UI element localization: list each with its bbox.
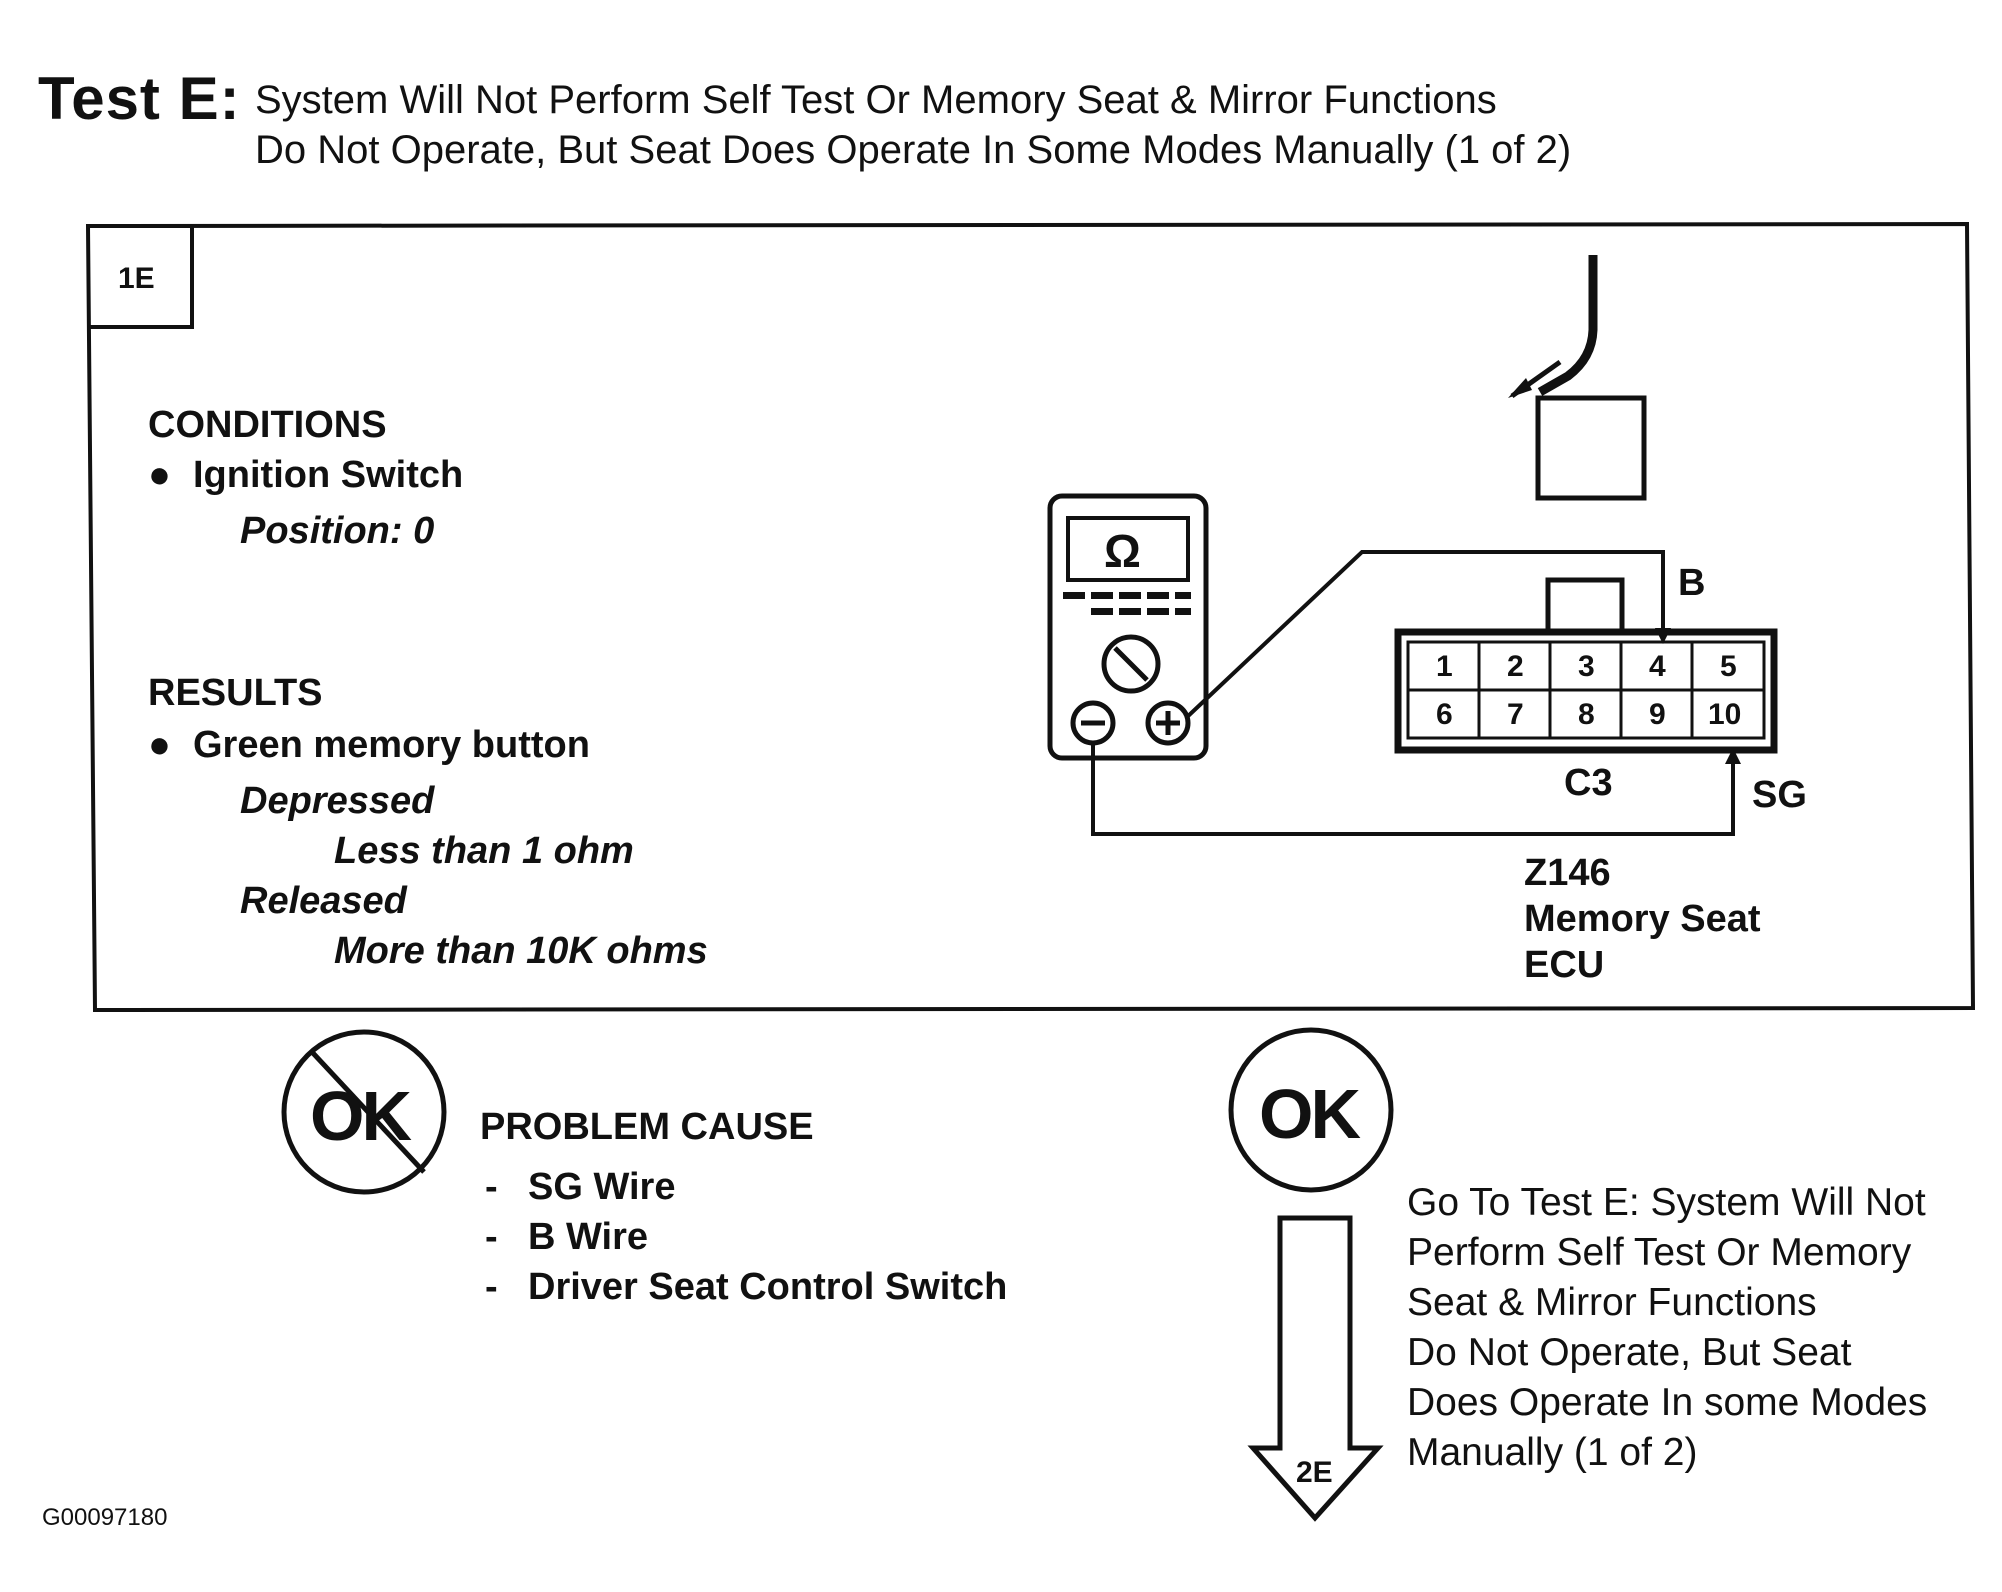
instruction-line: Perform Self Test Or Memory	[1407, 1231, 1912, 1274]
harness-arrow	[1508, 378, 1532, 398]
not-ok-slash	[310, 1050, 426, 1174]
terminal-b-label: B	[1678, 562, 1706, 604]
pin-5: 5	[1720, 650, 1737, 683]
result-value-depressed: Less than 1 ohm	[334, 830, 634, 872]
test-label: Test E:	[38, 65, 241, 132]
cause-dash: -	[485, 1216, 498, 1258]
step-id-box	[88, 224, 194, 329]
multimeter-digits	[1063, 592, 1191, 615]
result-bullet: ●	[148, 724, 171, 766]
cause-item: Driver Seat Control Switch	[528, 1266, 1008, 1308]
result-item: Green memory button	[193, 724, 590, 766]
pin-9: 9	[1649, 698, 1666, 731]
not-ok-circle	[281, 1029, 447, 1195]
pin-1: 1	[1436, 650, 1453, 683]
component-type: ECU	[1524, 944, 1605, 986]
cause-dash: -	[485, 1166, 498, 1208]
next-step-arrow	[1247, 1215, 1384, 1522]
instruction-line: Does Operate In some Modes	[1407, 1381, 1928, 1424]
condition-bullet: ●	[148, 454, 171, 496]
results-heading: RESULTS	[148, 672, 323, 714]
title-line-2: Do Not Operate, But Seat Does Operate In…	[255, 128, 1572, 172]
instruction-line: Manually (1 of 2)	[1407, 1431, 1698, 1474]
next-step-instruction: Go To Test E: System Will Not Perform Se…	[1407, 1178, 1927, 1478]
positive-lead	[1184, 550, 1665, 720]
problem-cause-heading: PROBLEM CAUSE	[480, 1106, 814, 1148]
ohm-icon: Ω	[1104, 525, 1141, 577]
condition-value: Position: 0	[240, 510, 435, 552]
component-name: Memory Seat	[1524, 898, 1761, 940]
connector-name: C3	[1564, 762, 1613, 804]
pin-8: 8	[1578, 698, 1595, 731]
instruction-line: Go To Test E: System Will Not	[1407, 1181, 1926, 1224]
cause-item: SG Wire	[528, 1166, 676, 1208]
cause-item: B Wire	[528, 1216, 649, 1258]
result-value-released: More than 10K ohms	[334, 930, 708, 972]
pin-6: 6	[1436, 698, 1453, 731]
pin-2: 2	[1507, 650, 1524, 683]
ok-circle	[1228, 1027, 1394, 1193]
step-frame	[85, 221, 1976, 1013]
result-state-depressed: Depressed	[240, 780, 435, 822]
multimeter-body	[1047, 493, 1209, 761]
selector-dial	[1101, 634, 1161, 694]
condition-item: Ignition Switch	[193, 454, 464, 496]
not-ok-badge: OK	[310, 1077, 412, 1155]
figure-id: G00097180	[42, 1504, 168, 1531]
ok-badge: OK	[1259, 1075, 1361, 1153]
instruction-line: Do Not Operate, But Seat	[1407, 1331, 1852, 1374]
pin-10: 10	[1708, 698, 1742, 731]
step-id: 1E	[118, 262, 155, 295]
disconnected-plug	[1535, 395, 1647, 501]
title-line-1: System Will Not Perform Self Test Or Mem…	[255, 78, 1497, 122]
connector-c3-body	[1394, 628, 1778, 754]
multimeter-display	[1066, 516, 1190, 582]
result-state-released: Released	[240, 880, 407, 922]
pin-4: 4	[1649, 650, 1666, 683]
connector-latch	[1545, 577, 1625, 635]
terminal-sg-label: SG	[1752, 774, 1807, 816]
next-step-id: 2E	[1296, 1456, 1333, 1489]
negative-lead	[1091, 743, 1735, 836]
positive-jack	[1145, 700, 1191, 746]
conditions-heading: CONDITIONS	[148, 404, 387, 446]
cause-dash: -	[485, 1266, 498, 1308]
harness-wire	[1537, 255, 1598, 396]
component-id: Z146	[1524, 852, 1611, 894]
pin-3: 3	[1578, 650, 1595, 683]
instruction-line: Seat & Mirror Functions	[1407, 1281, 1817, 1324]
pin-7: 7	[1507, 698, 1524, 731]
